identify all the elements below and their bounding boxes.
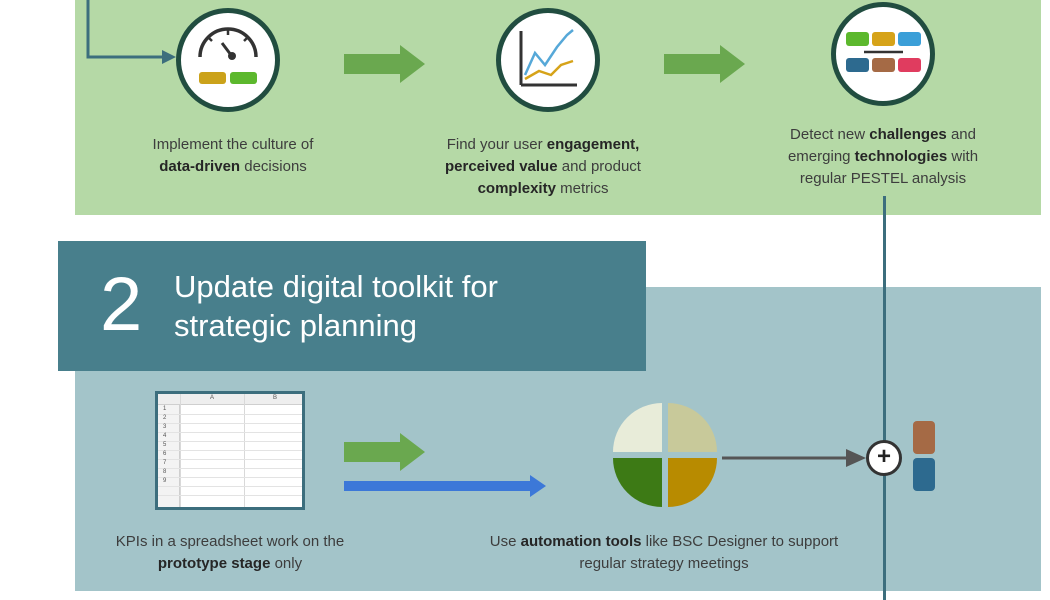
flow-arrow-2 (664, 45, 745, 83)
caption-text: metrics (555, 180, 609, 197)
spreadsheet-col-label: A (210, 395, 215, 401)
caption-text: decisions (240, 158, 307, 175)
caption-text: and product (557, 158, 641, 175)
caption-text: Implement the culture of (152, 136, 314, 153)
entry-connector-arrow (86, 0, 176, 64)
line-chart-icon (519, 29, 577, 87)
caption-strong: prototype stage (157, 555, 271, 572)
flow-arrow-green (344, 433, 425, 471)
spreadsheet-row-label: 7 (163, 460, 167, 466)
caption-text: KPIs in a spreadsheet work on the (115, 533, 345, 550)
spreadsheet-col-label: B (273, 395, 278, 401)
vertical-connector-line (883, 196, 886, 600)
flow-arrow-to-plus (722, 449, 866, 467)
step-caption-culture: Implement the culture of data-driven dec… (120, 134, 346, 178)
spreadsheet-row-line (158, 495, 302, 496)
spreadsheet-row-line (158, 468, 302, 469)
caption-text: Use (489, 533, 521, 550)
spreadsheet-row-line (158, 459, 302, 460)
gauge-icon-frame (176, 8, 280, 112)
caption-strong: complexity (477, 180, 556, 197)
caption-strong: data-driven (159, 158, 241, 175)
caption-strong: engagement, (546, 136, 640, 153)
caption-text: regular PESTEL analysis (799, 170, 967, 187)
step-number: 2 (100, 262, 143, 347)
caption-strong: technologies (854, 148, 948, 165)
spreadsheet-row-label: 3 (163, 424, 167, 430)
spreadsheet-row-line (158, 432, 302, 433)
plus-icon: + (866, 440, 902, 476)
caption-strong: automation tools (520, 533, 642, 550)
gauge-icon (198, 27, 258, 84)
caption-text: only (270, 555, 303, 572)
flow-arrow-blue (344, 475, 546, 497)
spreadsheet-row-line (158, 486, 302, 487)
spreadsheet-caption: KPIs in a spreadsheet work on the protot… (90, 531, 370, 575)
spreadsheet-header-row (158, 394, 302, 405)
spreadsheet-row-line (158, 450, 302, 451)
caption-text: with (947, 148, 979, 165)
result-block-blue (913, 458, 935, 491)
spreadsheet-row-line (158, 477, 302, 478)
step-caption-metrics: Find your user engagement, perceived val… (420, 134, 666, 200)
caption-text: like BSC Designer to support (641, 533, 839, 550)
spreadsheet-row-line (158, 441, 302, 442)
step-caption-pestel: Detect new challenges and emerging techn… (765, 124, 1001, 190)
spreadsheet-row-label: 5 (163, 442, 167, 448)
caption-text: Find your user (446, 136, 547, 153)
caption-text: and (946, 126, 976, 143)
pestel-blocks-icon (846, 32, 921, 72)
pestel-blocks-icon-frame (831, 2, 935, 106)
spreadsheet-row-label: 6 (163, 451, 167, 457)
spreadsheet-row-line (158, 414, 302, 415)
result-block-brown (913, 421, 935, 454)
caption-strong: perceived value (445, 158, 558, 175)
caption-strong: challenges (869, 126, 947, 143)
section2-header: 2 Update digital toolkit for strategic p… (58, 241, 646, 371)
caption-text: emerging (787, 148, 855, 165)
caption-text: Detect new (790, 126, 870, 143)
spreadsheet-row-line (158, 423, 302, 424)
four-perspectives-icon (613, 403, 717, 507)
line-chart-icon-frame (496, 8, 600, 112)
spreadsheet-row-label: 8 (163, 469, 167, 475)
section-title-line: strategic planning (174, 308, 417, 343)
spreadsheet-icon: A B 1 2 3 4 5 6 7 8 9 (155, 391, 305, 510)
spreadsheet-row-label: 1 (163, 406, 167, 412)
section-title: Update digital toolkit for strategic pla… (174, 267, 498, 345)
flow-arrow-1 (344, 45, 425, 83)
spreadsheet-row-label: 4 (163, 433, 167, 439)
automation-caption: Use automation tools like BSC Designer t… (455, 531, 873, 575)
section-title-line: Update digital toolkit for (174, 269, 498, 304)
spreadsheet-row-label: 2 (163, 415, 167, 421)
caption-text: regular strategy meetings (579, 555, 749, 572)
spreadsheet-row-label: 9 (163, 478, 167, 484)
